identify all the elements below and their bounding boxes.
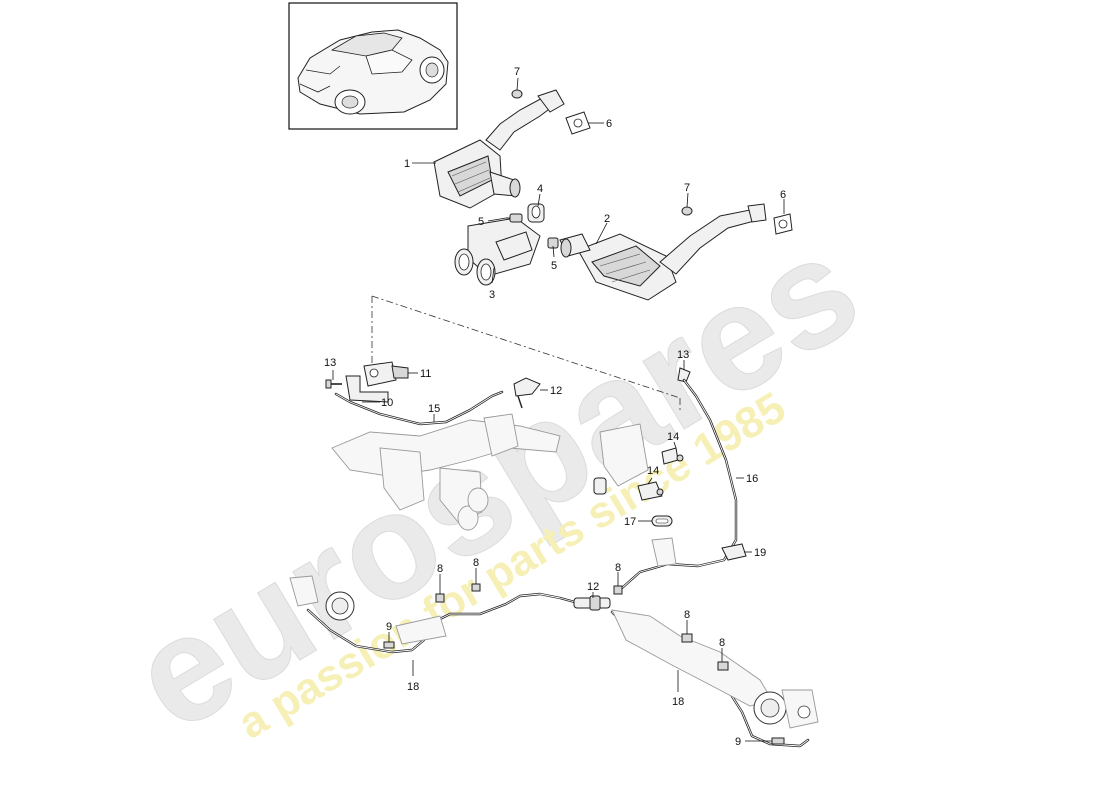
bracket-background-17 [651, 537, 677, 567]
rear-silencer-right [559, 203, 767, 301]
callout-18-right: 18 [672, 696, 684, 708]
connector-part-12-top [513, 377, 541, 409]
callout-13-right: 13 [677, 349, 689, 361]
callout-15: 15 [428, 403, 440, 415]
nut-part-7-right [681, 206, 693, 216]
callout-8-c: 8 [615, 562, 621, 574]
callout-18-left: 18 [407, 681, 419, 693]
leader-lines [332, 77, 785, 742]
hose-clip-part-8-c [613, 585, 623, 595]
callout-10: 10 [381, 397, 393, 409]
callout-7-left: 7 [514, 66, 520, 78]
connector-part-19 [721, 543, 747, 561]
nut-part-7-left [511, 89, 523, 99]
callout-8-d: 8 [684, 609, 690, 621]
watermark-brand: eurospares [105, 202, 885, 763]
bolt-part-13-left [325, 379, 342, 389]
clamp-part-4 [527, 203, 545, 223]
callout-1: 1 [404, 158, 410, 170]
callout-8-a: 8 [437, 563, 443, 575]
gasket-part-6-right [773, 213, 793, 235]
bracket-part-10 [345, 375, 389, 403]
callout-9-left: 9 [386, 621, 392, 633]
callout-12-bottom: 12 [587, 581, 599, 593]
hose-clip-part-8-a [435, 593, 445, 603]
rear-silencer-left [433, 89, 565, 209]
hose-clip-part-8-b [471, 583, 481, 592]
valve-part-14-background [593, 423, 649, 495]
callout-12-top: 12 [550, 385, 562, 397]
callout-5-left: 5 [478, 216, 484, 228]
callout-labels: 1 2 3 4 5 5 6 6 7 7 8 8 8 8 8 9 9 10 11 … [324, 66, 786, 748]
clip-part-14-upper [661, 447, 684, 465]
clip-part-14-lower [637, 481, 664, 501]
callout-4: 4 [537, 183, 543, 195]
callout-14-upper: 14 [667, 431, 679, 443]
intake-left-background [289, 575, 447, 645]
engine-background-outline [331, 413, 561, 531]
reference-dashes [371, 295, 681, 412]
hose-clip-part-8-d [681, 633, 693, 643]
callout-14-lower: 14 [647, 465, 659, 477]
callout-17: 17 [624, 516, 636, 528]
gasket-part-6-left [565, 111, 591, 135]
bolt-part-5-left [506, 213, 523, 223]
callout-8-b: 8 [473, 557, 479, 569]
callout-11: 11 [420, 368, 431, 380]
callout-8-e: 8 [719, 637, 725, 649]
callout-19: 19 [754, 547, 766, 559]
callout-5-right: 5 [551, 260, 557, 272]
hose-part-16 [620, 378, 738, 590]
car-silhouette [297, 29, 449, 115]
callout-3: 3 [489, 289, 495, 301]
callout-2: 2 [604, 213, 610, 225]
watermark: eurospares a passion for parts since 198… [104, 201, 885, 763]
callout-9-right: 9 [735, 736, 741, 748]
hose-clip-part-8-e [717, 661, 729, 671]
vacuum-valve-part-11 [363, 361, 409, 387]
vehicle-thumbnail [288, 2, 458, 130]
grommet-part-17 [651, 515, 673, 527]
callout-6-right: 6 [780, 189, 786, 201]
inline-valve-part-12-lower [573, 595, 611, 611]
callout-13-left: 13 [324, 357, 336, 369]
callout-6-left: 6 [606, 118, 612, 130]
hose-clip-part-9-b [771, 737, 785, 745]
callout-7-right: 7 [684, 182, 690, 194]
intake-right-background [611, 609, 819, 729]
tailpipe-assembly [454, 217, 541, 286]
callout-16: 16 [746, 473, 758, 485]
hose-clip-part-9-a [383, 641, 395, 649]
hose-part-15 [334, 390, 504, 426]
